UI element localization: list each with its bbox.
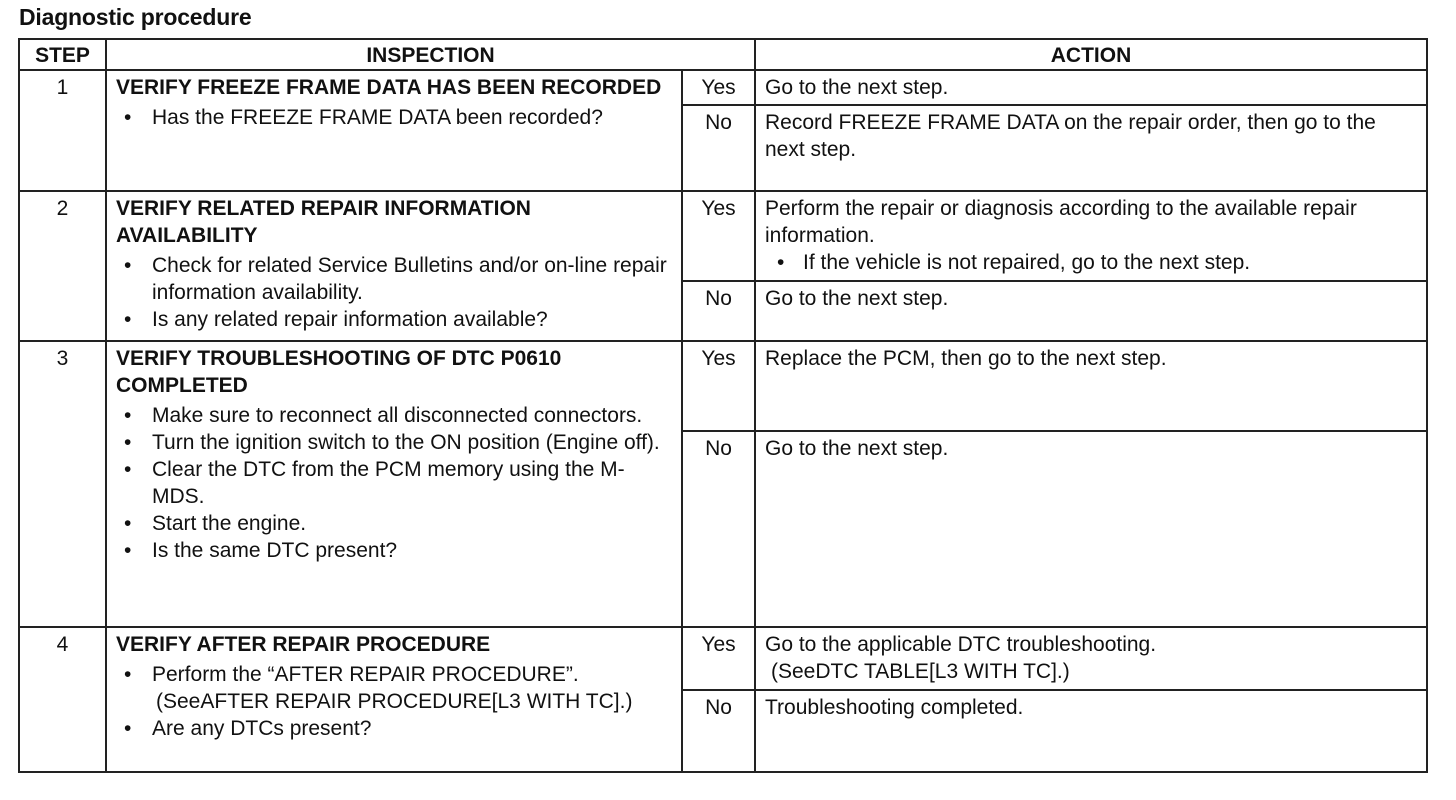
inspection-cell: VERIFY RELATED REPAIR INFORMATION AVAILA… [105,190,683,342]
table-row: 3 VERIFY TROUBLESHOOTING OF DTC P0610 CO… [18,340,1428,628]
step-number: 4 [18,626,107,773]
inspection-bullet: Are any DTCs present? [116,715,675,742]
no-label: No [681,280,756,342]
step-number: 1 [18,69,107,192]
header-row: STEP INSPECTION ACTION [18,38,1428,71]
inspection-bullet: Perform the “AFTER REPAIR PROCEDURE”. (S… [116,661,675,715]
table-row: No Go to the next step. [19,280,1428,342]
reference-link[interactable]: (SeeAFTER REPAIR PROCEDURE[L3 WITH TC].) [156,690,633,713]
inspection-bullets: Perform the “AFTER REPAIR PROCEDURE”. (S… [116,661,675,742]
yes-action: Go to the applicable DTC troubleshooting… [765,633,1157,656]
inspection-cell: VERIFY AFTER REPAIR PROCEDURE Perform th… [105,626,683,773]
table-row: 1 VERIFY FREEZE FRAME DATA HAS BEEN RECO… [18,69,1428,192]
inspection-bullet: Is any related repair information availa… [116,306,675,333]
step-number: 3 [18,340,107,628]
table-row: 4 VERIFY AFTER REPAIR PROCEDURE Perform … [18,626,1428,773]
yes-label: Yes [681,626,756,691]
inspection-heading: VERIFY TROUBLESHOOTING OF DTC P0610 COMP… [116,347,562,397]
table-row: No Troubleshooting completed. [19,689,1428,773]
table-row: No Record FREEZE FRAME DATA on the repai… [19,104,1428,192]
inspection-bullet: Check for related Service Bulletins and/… [116,252,675,306]
inspection-heading: VERIFY FREEZE FRAME DATA HAS BEEN RECORD… [116,76,662,99]
diagnostic-procedure-table: STEP INSPECTION ACTION 1 VERIFY FREEZE F… [18,38,1428,773]
step-number: 2 [18,190,107,342]
no-action: Record FREEZE FRAME DATA on the repair o… [754,104,1428,192]
inspection-bullet: Start the engine. [116,510,675,537]
no-action: Go to the next step. [754,430,1428,628]
inspection-bullet-text: Perform the “AFTER REPAIR PROCEDURE”. [152,663,579,686]
yes-label: Yes [681,69,756,106]
inspection-heading: VERIFY AFTER REPAIR PROCEDURE [116,633,491,656]
inspection-bullet: Is the same DTC present? [116,537,675,564]
yes-action: Go to the next step. [754,69,1428,106]
no-label: No [681,430,756,628]
yes-label: Yes [681,190,756,282]
yes-label: Yes [681,340,756,432]
no-action: Go to the next step. [754,280,1428,342]
yes-action-cell: Perform the repair or diagnosis accordin… [754,190,1428,282]
action-bullets: If the vehicle is not repaired, go to th… [765,249,1420,276]
yes-action: Perform the repair or diagnosis accordin… [765,197,1357,247]
inspection-bullet: Clear the DTC from the PCM memory using … [116,456,675,510]
inspection-bullets: Check for related Service Bulletins and/… [116,252,675,333]
table-row: 2 VERIFY RELATED REPAIR INFORMATION AVAI… [18,190,1428,342]
reference-link[interactable]: (SeeDTC TABLE[L3 WITH TC].) [771,660,1070,683]
inspection-bullets: Has the FREEZE FRAME DATA been recorded? [116,104,675,131]
inspection-bullet: Turn the ignition switch to the ON posit… [116,429,675,456]
inspection-cell: VERIFY TROUBLESHOOTING OF DTC P0610 COMP… [105,340,683,628]
inspection-bullets: Make sure to reconnect all disconnected … [116,402,675,564]
header-action: ACTION [754,38,1428,71]
no-label: No [681,689,756,773]
header-inspection: INSPECTION [105,38,756,71]
action-bullet: If the vehicle is not repaired, go to th… [765,249,1420,276]
inspection-heading: VERIFY RELATED REPAIR INFORMATION AVAILA… [116,197,531,247]
page-title: Diagnostic procedure [19,4,252,30]
header-step: STEP [18,38,107,71]
inspection-cell: VERIFY FREEZE FRAME DATA HAS BEEN RECORD… [105,69,683,192]
table-row: No Go to the next step. [19,430,1428,628]
no-label: No [681,104,756,192]
inspection-bullet: Has the FREEZE FRAME DATA been recorded? [116,104,675,131]
inspection-bullet: Make sure to reconnect all disconnected … [116,402,675,429]
yes-action-cell: Go to the applicable DTC troubleshooting… [754,626,1428,691]
yes-action: Replace the PCM, then go to the next ste… [754,340,1428,432]
no-action: Troubleshooting completed. [754,689,1428,773]
